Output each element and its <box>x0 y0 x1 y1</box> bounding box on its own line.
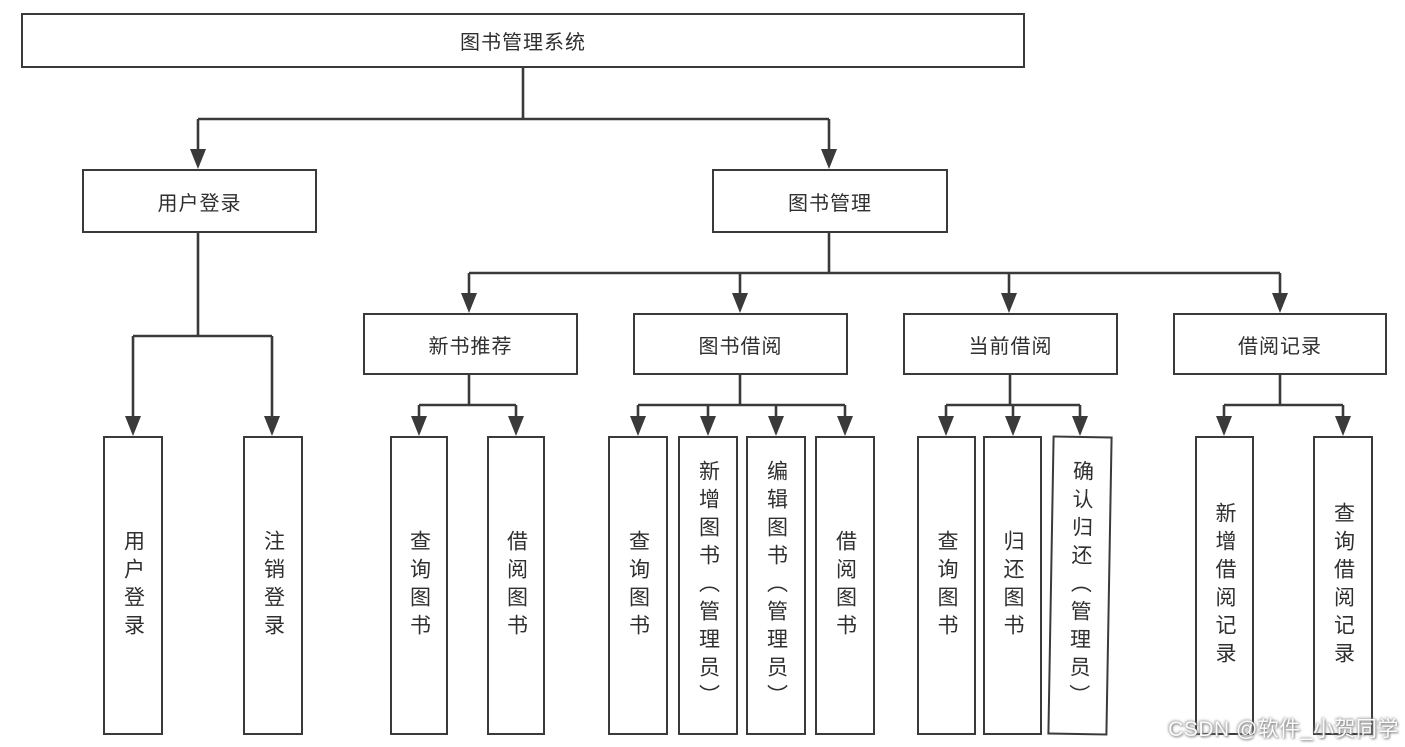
leaf-label: 查询借阅记录 <box>1331 501 1355 670</box>
leaf-edit-books-admin: 编辑图书（管理员） <box>746 436 806 735</box>
node-label: 新书推荐 <box>428 335 513 358</box>
leaf-label: 编辑图书（管理员） <box>764 459 788 712</box>
leaf-label: 注销登录 <box>261 529 285 642</box>
node-label: 用户登录 <box>157 192 242 215</box>
node-book-borrowing: 图书借阅 <box>633 313 848 375</box>
arrow-down-icon <box>190 149 206 169</box>
leaf-label: 确认归还（管理员） <box>1066 459 1094 712</box>
leaf-add-borrow-record: 新增借阅记录 <box>1195 436 1254 735</box>
arrowheads <box>125 149 1351 436</box>
arrow-down-icon <box>1272 293 1288 313</box>
node-user-login: 用户登录 <box>82 169 317 233</box>
leaf-query-borrow-record: 查询借阅记录 <box>1313 436 1373 735</box>
leaf-label: 归还图书 <box>1001 529 1024 642</box>
arrow-down-icon <box>508 416 524 436</box>
leaf-confirm-return-admin: 确认归还（管理员） <box>1047 435 1113 736</box>
leaf-user-login: 用户登录 <box>103 436 163 735</box>
leaf-label: 借阅图书 <box>504 529 528 642</box>
arrow-down-icon <box>461 293 477 313</box>
node-label: 图书借阅 <box>698 335 783 358</box>
node-label: 当前借阅 <box>968 335 1053 358</box>
leaf-return-books: 归还图书 <box>983 436 1042 735</box>
arrow-down-icon <box>1005 416 1021 436</box>
leaf-label: 查询图书 <box>626 529 650 642</box>
arrow-down-icon <box>768 416 784 436</box>
leaf-label: 用户登录 <box>121 529 145 642</box>
arrow-down-icon <box>125 416 141 436</box>
leaf-logout: 注销登录 <box>243 436 303 735</box>
node-label: 图书管理 <box>788 192 872 215</box>
arrow-down-icon <box>1216 416 1232 436</box>
connector-lines <box>131 68 1345 418</box>
node-label: 图书管理系统 <box>460 32 586 54</box>
leaf-add-books-admin: 新增图书（管理员） <box>678 436 738 735</box>
leaf-label: 查询图书 <box>407 529 431 642</box>
leaf-label: 借阅图书 <box>833 529 857 642</box>
arrow-down-icon <box>837 416 853 436</box>
node-borrowing-records: 借阅记录 <box>1173 313 1387 375</box>
node-label: 借阅记录 <box>1238 335 1322 358</box>
node-current-borrowing: 当前借阅 <box>903 313 1118 375</box>
node-library-management-system: 图书管理系统 <box>21 13 1025 68</box>
arrow-down-icon <box>938 416 954 436</box>
leaf-label: 查询图书 <box>935 529 958 642</box>
arrow-down-icon <box>1335 416 1351 436</box>
arrow-down-icon <box>1072 416 1088 436</box>
arrow-down-icon <box>1001 293 1017 313</box>
leaf-query-books: 查询图书 <box>608 436 668 735</box>
node-new-book-recommendation: 新书推荐 <box>363 313 578 375</box>
leaf-label: 新增借阅记录 <box>1213 501 1236 670</box>
csdn-watermark: CSDN @软件_小贺同学 <box>1168 718 1399 741</box>
leaf-query-books: 查询图书 <box>390 436 448 735</box>
leaf-borrow-books: 借阅图书 <box>487 436 545 735</box>
leaf-label: 新增图书（管理员） <box>696 459 720 712</box>
node-book-management: 图书管理 <box>712 169 948 233</box>
arrow-down-icon <box>732 293 748 313</box>
arrow-down-icon <box>821 149 837 169</box>
leaf-borrow-books: 借阅图书 <box>815 436 875 735</box>
arrow-down-icon <box>630 416 646 436</box>
leaf-query-books: 查询图书 <box>917 436 976 735</box>
arrow-down-icon <box>264 416 280 436</box>
arrow-down-icon <box>411 416 427 436</box>
arrow-down-icon <box>700 416 716 436</box>
